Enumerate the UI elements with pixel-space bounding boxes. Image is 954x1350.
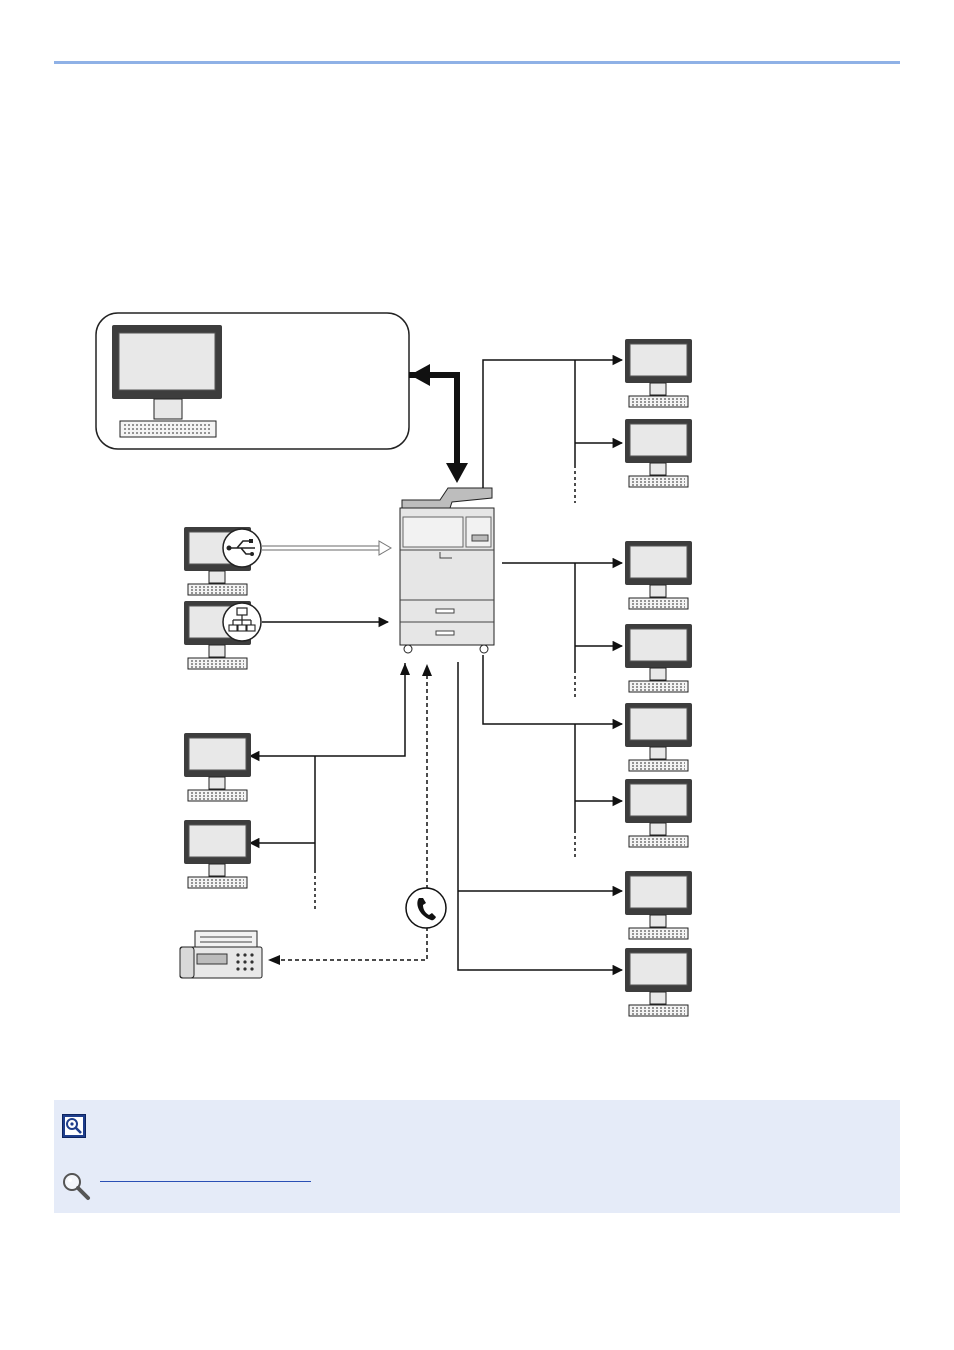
usb-icon (222, 528, 262, 568)
computer-icon (624, 870, 693, 940)
mfp-icon (399, 487, 495, 654)
computer-icon (624, 418, 693, 488)
computer-icon (624, 778, 693, 848)
phone-icon (405, 887, 447, 929)
search-icon (63, 1173, 90, 1200)
computer-icon (624, 702, 693, 772)
computer-icon (183, 819, 252, 889)
computer-icon (624, 540, 693, 610)
note-panel (54, 1100, 900, 1213)
computer-icon (624, 947, 693, 1017)
computer-icon (624, 623, 693, 693)
note-icon (62, 1114, 86, 1138)
network-icon (222, 602, 262, 642)
fax-machine-icon (179, 930, 263, 979)
computer-icon (183, 732, 252, 802)
reference-link[interactable] (100, 1163, 311, 1182)
network-diagram (95, 312, 693, 1017)
header-rule (54, 61, 900, 64)
admin-link (409, 372, 460, 475)
computer-icon (624, 338, 693, 408)
